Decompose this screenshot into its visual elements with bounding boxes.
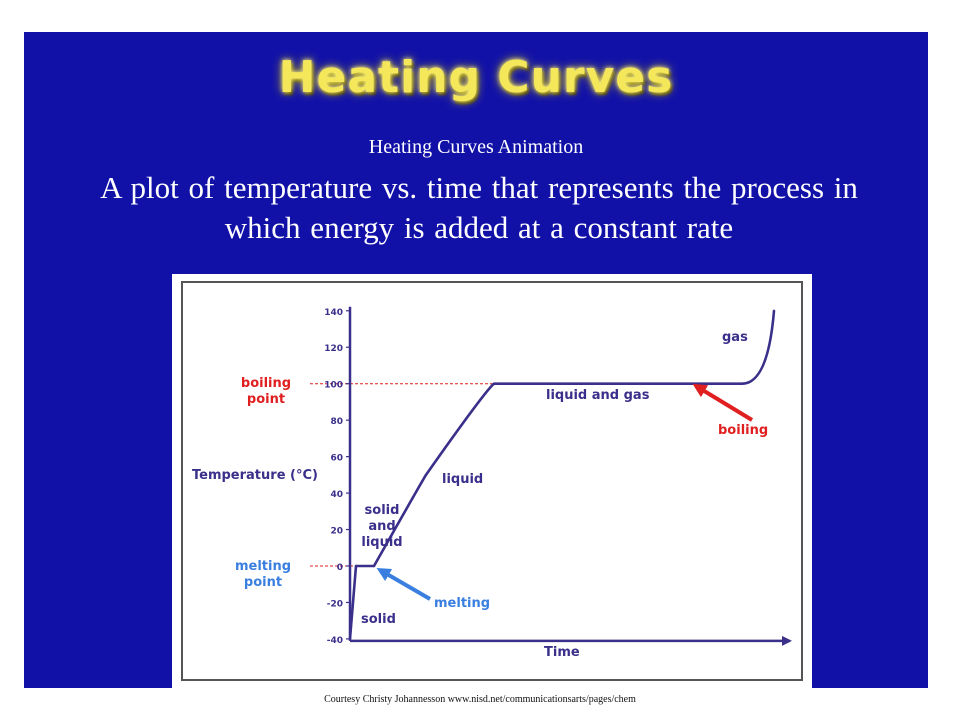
region-label-liquid-and-gas: liquid and gas: [546, 388, 650, 403]
curve-point-5: [556, 382, 560, 385]
curve-point-3: [424, 473, 428, 477]
y-tick-label-140: 140: [324, 308, 343, 318]
curve-point-1: [354, 564, 358, 568]
curve-point-6: [740, 382, 744, 385]
y-tick-label--20: -20: [327, 599, 343, 609]
slide-title: Heating Curves: [278, 52, 674, 103]
region-label-solid: solid: [361, 612, 396, 627]
curve-point-0: [348, 637, 352, 641]
heating-curves-animation-link[interactable]: Heating Curves Animation: [368, 136, 584, 158]
curve-point-2: [372, 564, 376, 568]
annotation-label-boiling: boiling: [718, 423, 768, 438]
region-label-liquid: liquid: [442, 472, 483, 487]
heating-curve-line: [348, 310, 776, 640]
y-tick-label-40: 40: [330, 490, 343, 500]
y-tick-label-80: 80: [330, 417, 343, 427]
slide-description: A plot of temperature vs. time that repr…: [100, 170, 858, 245]
y-tick-label-20: 20: [330, 527, 343, 537]
y-tick-label--40: -40: [327, 636, 343, 646]
x-axis-label: Time: [544, 645, 580, 660]
y-axis-label: Temperature (°C): [192, 468, 318, 483]
curve-point-4: [492, 382, 496, 385]
y-tick-label-0: 0: [337, 563, 343, 573]
chart-frame: [181, 281, 803, 681]
y-tick-label-120: 120: [324, 344, 343, 354]
heating-curve-chart: -40 -20 0 20 40 60 80 100 120 140 Temperature (°C…: [181, 281, 803, 681]
annotation-label-melting: melting: [434, 596, 490, 611]
region-label-gas: gas: [722, 330, 748, 345]
y-tick-label-60: 60: [330, 454, 343, 464]
heating-curve-figure: -40 -20 0 20 40 60 80 100 120 140 Temperature (°C…: [172, 274, 812, 688]
y-tick-label-100: 100: [324, 381, 343, 391]
boiling-arrow: [692, 383, 754, 422]
credit-text: Courtesy Christy Johannesson www.nisd.ne…: [324, 694, 636, 705]
curve-point-7: [772, 309, 776, 312]
melting-arrow: [376, 567, 432, 601]
